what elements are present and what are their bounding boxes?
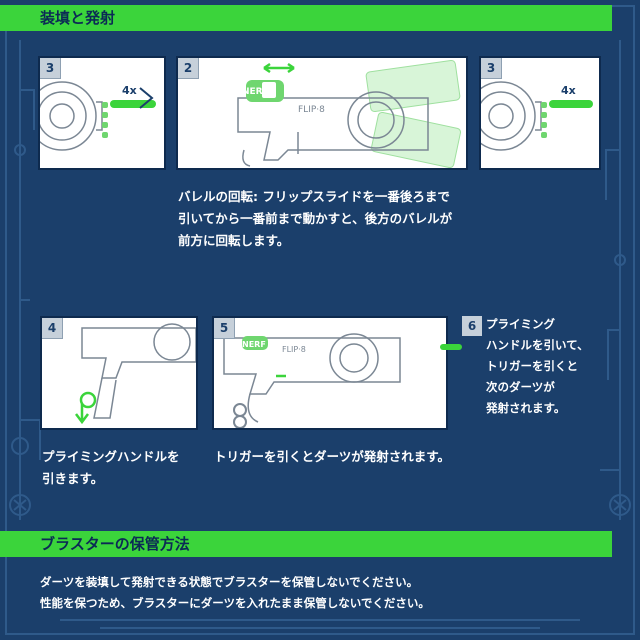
caption-line: プライミング (486, 314, 636, 335)
step-3-right-panel: 3 4x (479, 56, 601, 170)
caption-line: トリガーを引くと (486, 356, 636, 377)
step-number-badge: 3 (40, 58, 61, 79)
caption-line: ハンドルを引いて、 (486, 335, 636, 356)
fired-dart (440, 342, 464, 352)
step-number-badge: 4 (42, 318, 63, 339)
prime-handle-illustration (42, 318, 196, 428)
trigger-caption: トリガーを引くとダーツが発射されます。 (214, 446, 474, 468)
storage-banner: ブラスターの保管方法 (0, 531, 612, 557)
storage-notes: ダーツを装填して発射できる状態でブラスターを保管しないでください。 性能を保つた… (40, 572, 620, 614)
step-6-badge: 6 (462, 316, 482, 336)
dart-multiplier: 4x (561, 84, 576, 97)
caption-line: バレルの回転: フリップスライドを一番後ろまで (178, 186, 478, 208)
dart-multiplier: 4x (122, 84, 137, 97)
step-2-panel: 2 NERF FLIP·8 (176, 56, 468, 170)
step-number-badge: 5 (214, 318, 235, 339)
load-fire-title: 装填と発射 (40, 9, 115, 27)
storage-line: 性能を保つため、ブラスターにダーツを入れたまま保管しないでください。 (40, 593, 620, 614)
caption-line: 次のダーツが (486, 377, 636, 398)
rotate-caption: バレルの回転: フリップスライドを一番後ろまで 引いてから一番前まで動かすと、後… (178, 186, 478, 252)
blaster-rotate-illustration: NERF FLIP·8 (178, 58, 466, 168)
nerf-logo: NERF (242, 340, 266, 349)
caption-line: プライミングハンドルを (42, 446, 212, 468)
step-4-panel: 4 (40, 316, 198, 430)
caption-line: 前方に回転します。 (178, 230, 478, 252)
blaster-fire-illustration: NERF FLIP·8 (214, 318, 446, 428)
step-number-badge: 3 (481, 58, 502, 79)
model-name: FLIP·8 (298, 105, 325, 115)
model-name: FLIP·8 (282, 345, 306, 354)
step-number-badge: 2 (178, 58, 199, 79)
caption-line: 発射されます。 (486, 398, 636, 419)
repeat-caption: プライミング ハンドルを引いて、 トリガーを引くと 次のダーツが 発射されます。 (486, 314, 636, 419)
caption-line: トリガーを引くとダーツが発射されます。 (214, 446, 474, 468)
step-3-left-panel: 3 4x (38, 56, 166, 170)
caption-line: 引きます。 (42, 468, 212, 490)
nerf-logo: NERF (242, 87, 269, 97)
load-fire-banner: 装填と発射 (0, 5, 612, 31)
storage-line: ダーツを装填して発射できる状態でブラスターを保管しないでください。 (40, 572, 620, 593)
prime-caption: プライミングハンドルを 引きます。 (42, 446, 212, 490)
storage-title: ブラスターの保管方法 (40, 535, 190, 553)
step-5-panel: 5 NERF FLIP·8 (212, 316, 448, 430)
caption-line: 引いてから一番前まで動かすと、後方のバレルが (178, 208, 478, 230)
